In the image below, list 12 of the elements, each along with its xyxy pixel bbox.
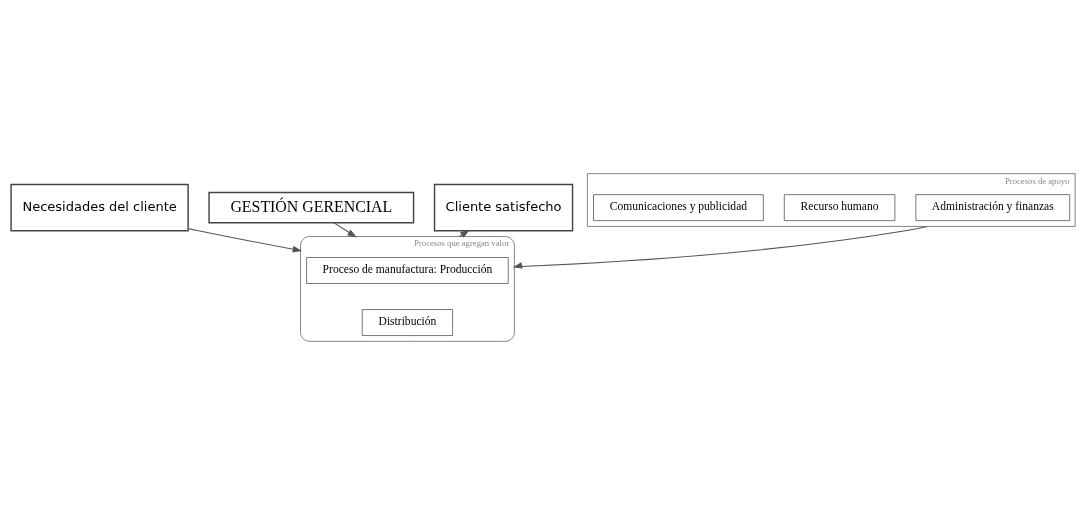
node-box: Recurso humano: [783, 193, 896, 221]
node-box: GESTIÓN GERENCIAL: [208, 191, 415, 224]
node-box: Necesidades del cliente: [10, 183, 189, 231]
arrow: [187, 227, 303, 252]
node-box: Cliente satisfecho: [433, 183, 574, 231]
arrow: [458, 229, 470, 238]
node-box: Proceso de manufactura: Producción: [306, 256, 509, 284]
arrow: [512, 225, 928, 269]
node-box: Distribución: [361, 308, 453, 336]
node-box: Comunicaciones y publicidad: [593, 193, 764, 221]
arrow: [333, 221, 357, 237]
node-box: Administración y finanzas: [915, 193, 1071, 221]
